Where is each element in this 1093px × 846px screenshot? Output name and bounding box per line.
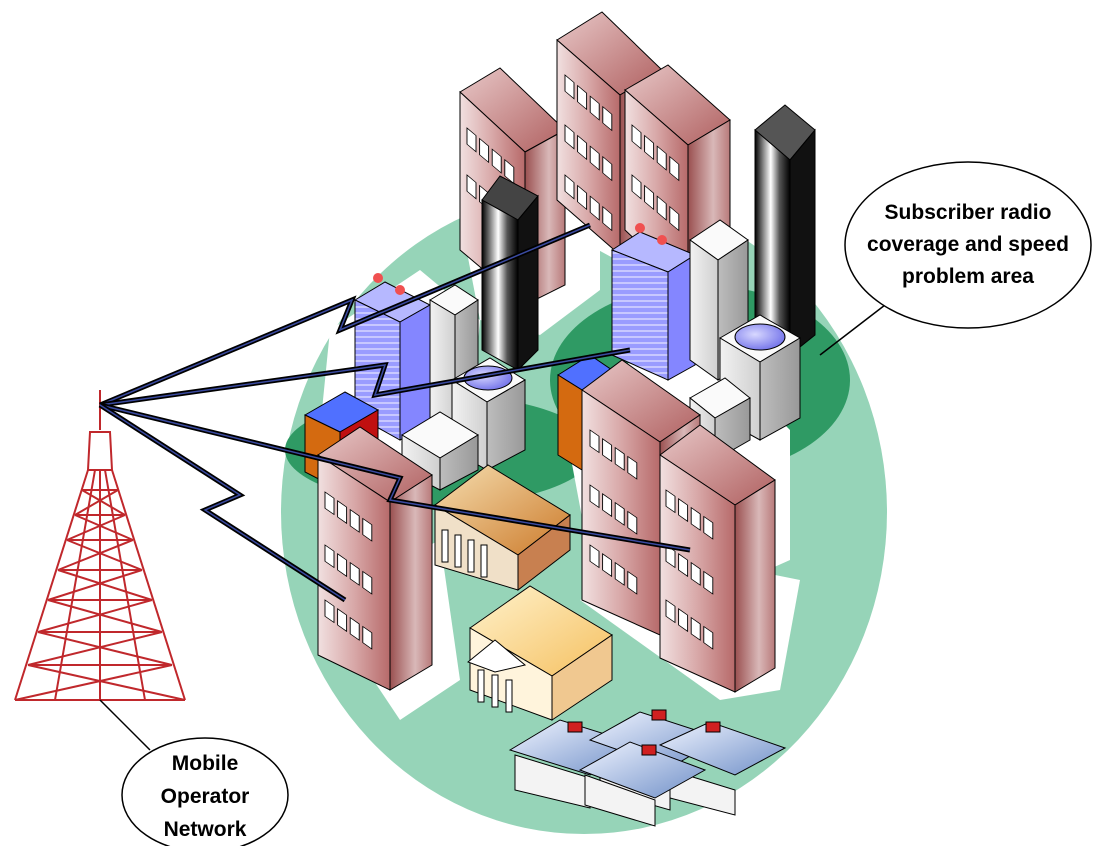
operator-label-line3: Network <box>164 818 247 841</box>
office-building-icon <box>317 426 433 691</box>
lightning-link-icon <box>98 222 691 603</box>
house-icon <box>658 721 787 816</box>
problem-callout-connector <box>819 304 886 356</box>
radio-tower-icon <box>14 390 186 701</box>
house-icon <box>578 741 707 827</box>
problem-area-callout <box>844 161 1092 329</box>
problem-area-label-line3: problem area <box>902 265 1034 288</box>
black-tower <box>481 175 539 372</box>
problem-area-label-line2: coverage and speed <box>867 233 1069 256</box>
operator-network-callout <box>121 737 289 846</box>
operator-callout-connector <box>99 699 151 751</box>
black-tower <box>754 104 816 357</box>
operator-label-line1: Mobile <box>172 752 239 775</box>
glass-tower <box>353 273 432 441</box>
office-building-icon <box>659 424 776 693</box>
problem-area-label-line1: Subscriber radio <box>885 201 1052 224</box>
bank-building-icon <box>434 464 571 592</box>
bank-building-icon <box>467 585 613 721</box>
glass-tower <box>610 223 697 381</box>
orange-block <box>557 354 613 471</box>
operator-label-line2: Operator <box>161 785 250 808</box>
